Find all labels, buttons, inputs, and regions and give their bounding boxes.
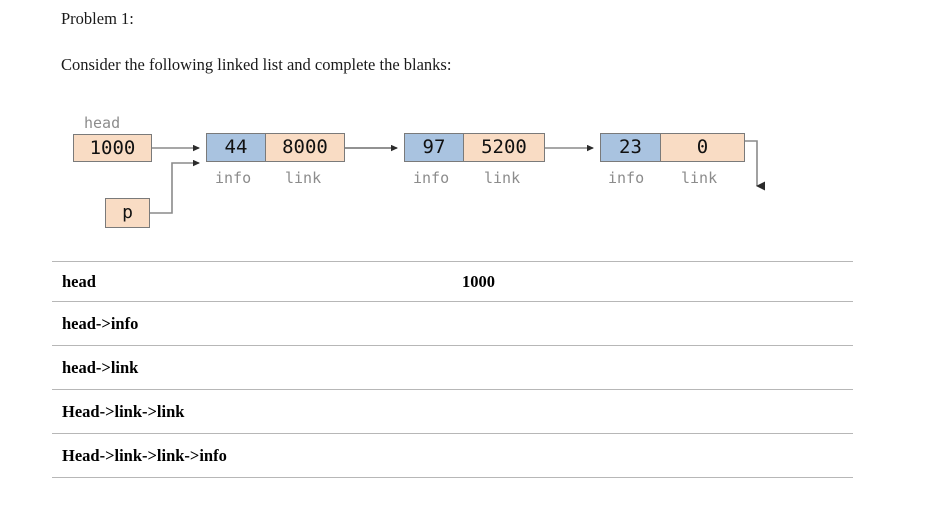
pointer-p-box: p	[105, 198, 150, 228]
answer-value-cell[interactable]	[462, 389, 853, 434]
table-row: head->link	[52, 345, 853, 390]
list-node-3: 23 0	[600, 133, 745, 162]
node-3-info-label: info	[608, 169, 645, 187]
linked-list-diagram: head 1000 p 44 8000 info link 97 5200 in…	[0, 0, 931, 250]
list-node-1: 44 8000	[206, 133, 345, 162]
page-title: Problem 1:	[61, 9, 134, 28]
arrow-p-to-node1	[150, 159, 200, 214]
list-node-2: 97 5200	[404, 133, 545, 162]
node-1-link-cell: 8000	[266, 133, 345, 162]
answer-value-cell[interactable]	[462, 301, 853, 346]
node-3-link-cell: 0	[661, 133, 745, 162]
head-variable-box: 1000	[73, 134, 152, 162]
expression-cell: Head->link->link	[52, 389, 462, 434]
node-2-info-cell: 97	[404, 133, 464, 162]
arrow-node3-to-null	[745, 140, 765, 191]
node-2-link-label: link	[484, 169, 521, 187]
expression-cell: head->info	[52, 301, 462, 346]
expression-cell: head->link	[52, 345, 462, 390]
node-3-info-cell: 23	[600, 133, 661, 162]
node-3-link-label: link	[681, 169, 718, 187]
expression-cell: head	[52, 261, 462, 302]
node-1-info-cell: 44	[206, 133, 266, 162]
answer-value-cell[interactable]	[462, 345, 853, 390]
head-variable-label: head	[84, 114, 121, 132]
problem-prompt-text: Consider the following linked list and c…	[61, 55, 452, 74]
expression-cell: Head->link->link->info	[52, 433, 462, 478]
node-2-info-label: info	[413, 169, 450, 187]
table-row: Head->link->link	[52, 389, 853, 434]
node-2-link-cell: 5200	[464, 133, 545, 162]
answer-value-cell[interactable]	[462, 433, 853, 478]
answer-value-cell[interactable]: 1000	[462, 261, 853, 302]
table-row: Head->link->link->info	[52, 433, 853, 478]
node-1-info-label: info	[215, 169, 252, 187]
table-row: head->info	[52, 301, 853, 346]
node-1-link-label: link	[285, 169, 322, 187]
